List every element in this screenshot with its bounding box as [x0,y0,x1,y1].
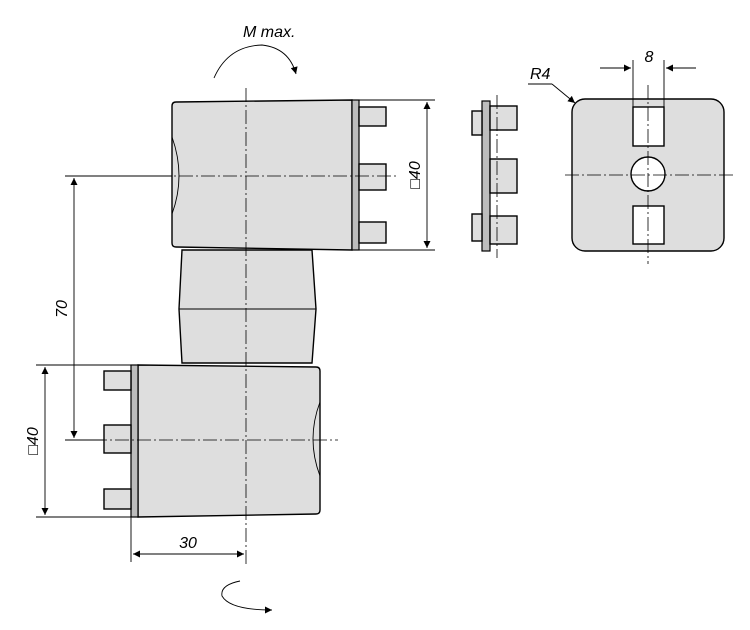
square-40-right-label: □40 [407,161,424,189]
moment-arrow-bottom [221,580,273,614]
square-40-left-label: □40 [25,427,42,455]
plate-side-view [471,100,518,252]
radius-r4-label: R4 [530,66,551,83]
dimension-40-left [36,364,131,518]
dimension-40-right [359,99,435,251]
width-8-label: 8 [645,49,654,66]
lower-slot [632,205,665,245]
dimension-8 [600,60,696,107]
upper-slot [632,106,665,147]
lower-clamp-body [103,364,321,518]
height-70-label: 70 [54,300,71,318]
dimension-70 [65,175,172,441]
width-30-label: 30 [179,535,197,552]
moment-arrow-top [213,44,298,79]
upper-clamp-body [171,99,387,251]
moment-label: M max. [243,24,295,41]
dimension-30 [130,517,244,562]
radius-r4-leader [528,83,576,104]
center-lines [93,85,735,565]
middle-connector [178,249,317,364]
